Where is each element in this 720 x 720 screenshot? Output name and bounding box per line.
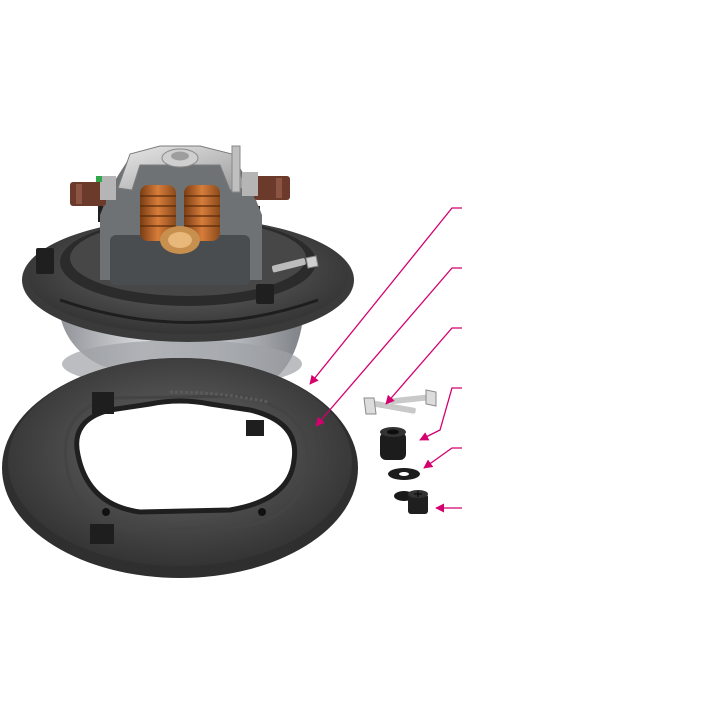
callout-screws [385, 327, 462, 405]
pan-head-screw [394, 490, 428, 514]
callout-lines [309, 207, 462, 513]
callout-gasket-inner [315, 267, 462, 427]
motor-assembly [22, 145, 354, 391]
screw-icon [363, 397, 416, 415]
washer-icon [388, 468, 420, 480]
callout-grommet [419, 387, 462, 441]
screw-icon [390, 389, 437, 407]
mount-screw-icon [271, 255, 319, 273]
callout-gasket-outer [309, 207, 462, 385]
self-tapping-screws [363, 389, 437, 415]
screw-icon [394, 490, 428, 514]
callout-washer [423, 447, 462, 469]
washer [388, 468, 420, 480]
gasket-ring [2, 358, 358, 578]
grommet-icon [380, 427, 406, 460]
rubber-grommet [380, 427, 406, 460]
